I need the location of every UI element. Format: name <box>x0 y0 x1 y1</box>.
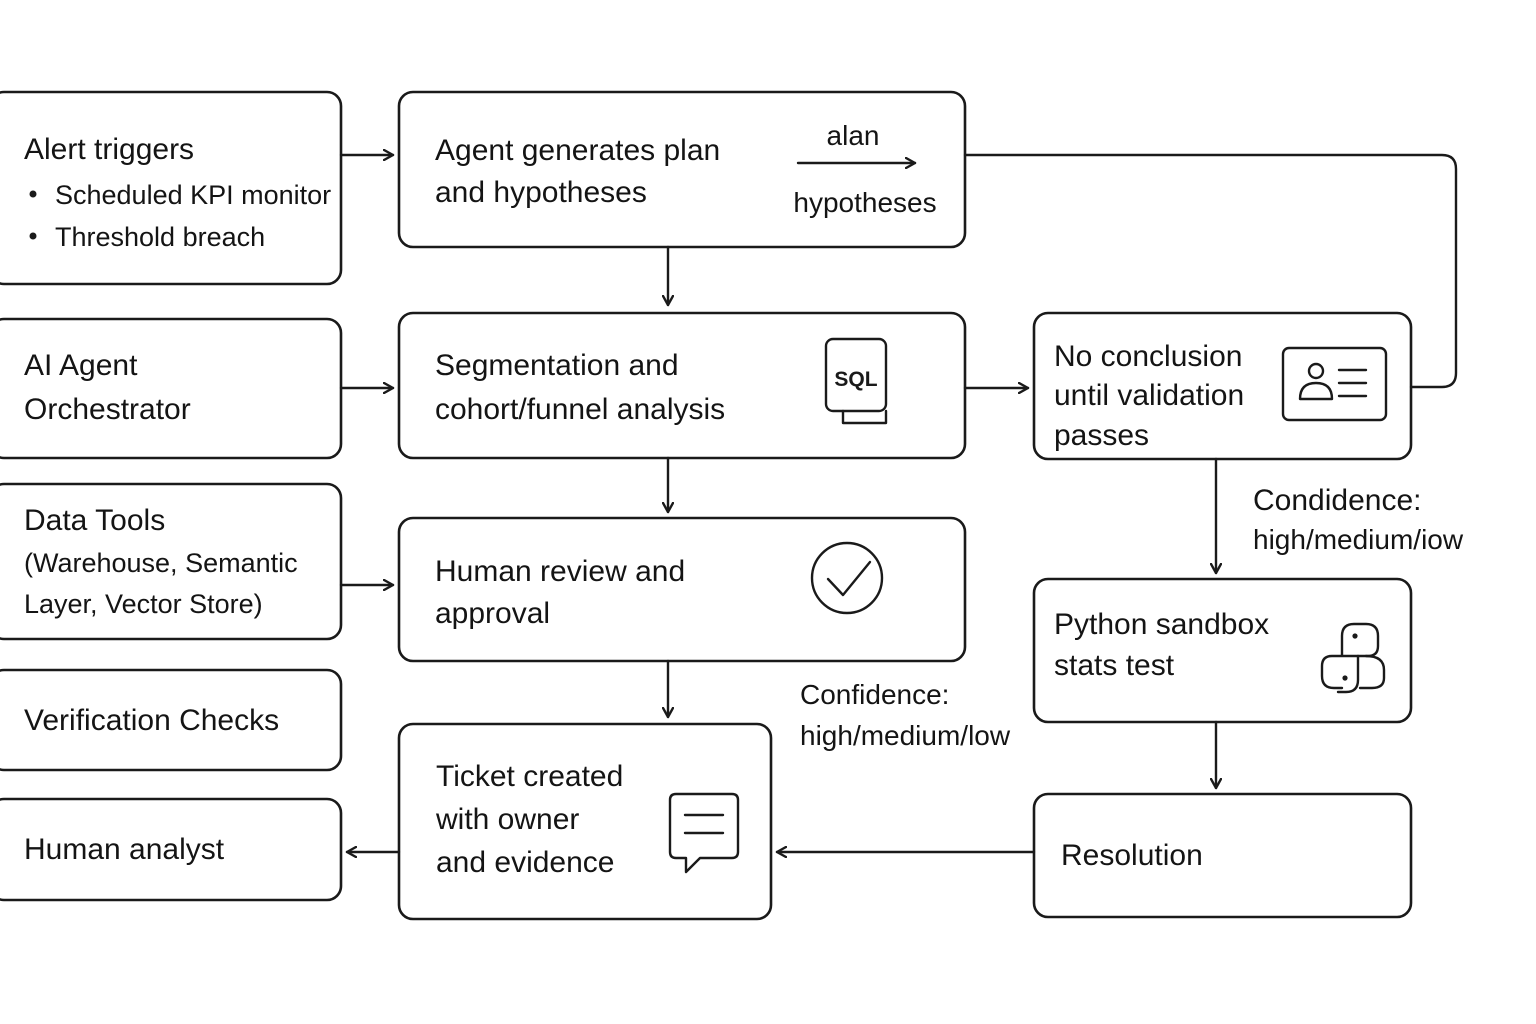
node-no-conclusion: No conclusion until validation passes <box>1032 311 1413 461</box>
data-tools-title: Data Tools <box>24 504 165 537</box>
no-conclusion-line2: until validation <box>1054 379 1244 412</box>
alert-bullet-scheduled: Scheduled KPI monitor <box>55 180 331 210</box>
plan-annotation-bottom: hypotheses <box>793 187 936 218</box>
confidence-label: Confidence: <box>800 679 949 710</box>
python-icon <box>1320 622 1386 694</box>
bullet-dot <box>29 190 37 198</box>
python-sandbox-line2: stats test <box>1054 649 1175 682</box>
verification-checks-title: Verification Checks <box>24 704 279 737</box>
alert-bullet-threshold: Threshold breach <box>55 222 265 252</box>
data-tools-line3: Layer, Vector Store) <box>24 589 263 619</box>
sql-icon: SQL <box>824 337 888 425</box>
alert-triggers-title: Alert triggers <box>24 133 194 166</box>
condidence-label: Condidence: <box>1253 484 1421 517</box>
sql-icon-label: SQL <box>834 368 877 391</box>
node-ticket: Ticket created with owner and evidence <box>397 722 773 921</box>
agent-plan-line2: and hypotheses <box>435 176 647 209</box>
node-segmentation: Segmentation and cohort/funnel analysis … <box>397 311 967 460</box>
node-resolution: Resolution <box>1032 792 1413 919</box>
node-python-sandbox: Python sandbox stats test <box>1032 577 1413 724</box>
no-conclusion-line1: No conclusion <box>1054 340 1242 373</box>
human-review-line1: Human review and <box>435 555 685 588</box>
node-agent-plan: Agent generates plan and hypotheses alan… <box>397 90 967 249</box>
segmentation-line1: Segmentation and <box>435 349 679 382</box>
ai-orchestrator-line2: Orchestrator <box>24 393 191 426</box>
node-verification-checks: Verification Checks <box>0 668 343 772</box>
node-data-tools: Data Tools (Warehouse, Semantic Layer, V… <box>0 482 343 641</box>
condidence-values: high/medium/iow <box>1253 524 1464 555</box>
node-ai-orchestrator: AI Agent Orchestrator <box>0 317 343 460</box>
plan-annotation-top: alan <box>827 120 880 151</box>
id-card-icon <box>1281 346 1388 422</box>
ticket-line3: and evidence <box>436 846 614 879</box>
bullet-dot <box>29 232 37 240</box>
node-human-review: Human review and approval <box>397 516 967 663</box>
ai-orchestrator-line1: AI Agent <box>24 349 138 382</box>
data-tools-line2: (Warehouse, Semantic <box>24 548 298 578</box>
confidence-values: high/medium/low <box>800 720 1011 751</box>
node-human-analyst: Human analyst <box>0 797 343 902</box>
agent-plan-line1: Agent generates plan <box>435 134 720 167</box>
segmentation-line2: cohort/funnel analysis <box>435 393 725 426</box>
ticket-line1: Ticket created <box>436 760 623 793</box>
python-sandbox-line1: Python sandbox <box>1054 608 1269 641</box>
chat-bubble-icon <box>668 792 740 874</box>
human-analyst-title: Human analyst <box>24 833 225 866</box>
no-conclusion-line3: passes <box>1054 419 1149 452</box>
human-review-line2: approval <box>435 597 550 630</box>
check-circle-icon <box>810 541 884 615</box>
resolution-title: Resolution <box>1061 839 1203 872</box>
node-alert-triggers: Alert triggers Scheduled KPI monitor Thr… <box>0 90 343 286</box>
loop-line-plan-to-noconclusion <box>963 153 1458 389</box>
ticket-line2: with owner <box>435 803 579 836</box>
